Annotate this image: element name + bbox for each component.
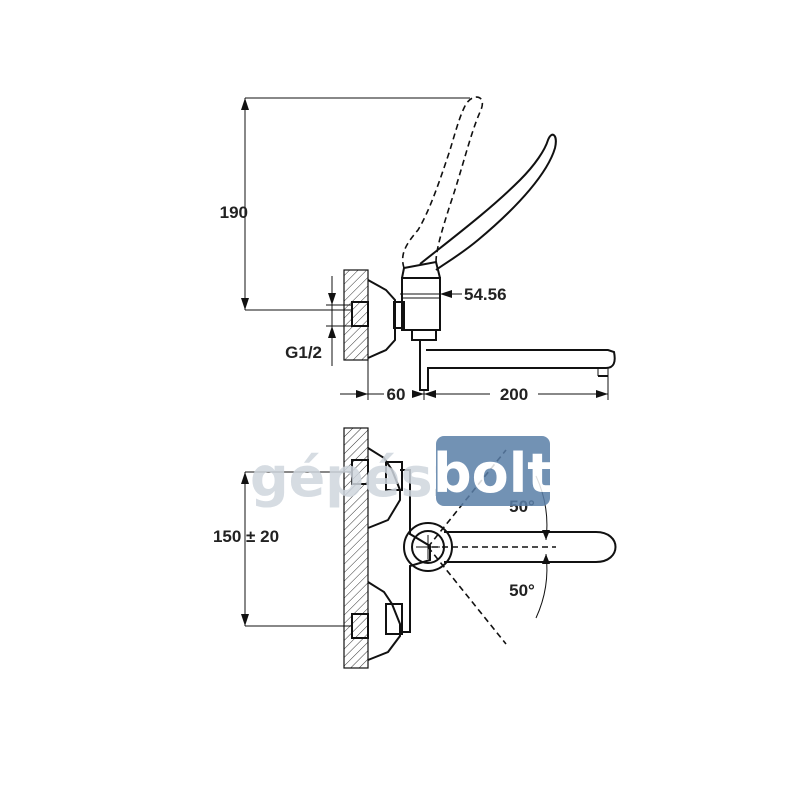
angle-arrow-upper <box>542 530 550 540</box>
dim-200-arrow-left <box>424 390 436 398</box>
lever-dashed <box>401 96 484 269</box>
body-base <box>411 329 437 341</box>
dim-thread-arrow-top <box>328 293 336 305</box>
dim-spacing-arrow-top <box>241 472 249 484</box>
dim-200-label: 200 <box>500 385 528 404</box>
dim-60-arrow-right <box>412 390 424 398</box>
dim-190-label: 190 <box>220 203 248 222</box>
dim-60-arrow-left <box>356 390 368 398</box>
dim-200-arrow-right <box>596 390 608 398</box>
inlet-nut <box>351 301 369 327</box>
plan-view: 50° 50° 150 ± 20 <box>213 427 617 669</box>
spout <box>419 340 616 391</box>
dim-spacing-label: 150 ± 20 <box>213 527 279 546</box>
wall-hatch-bottom <box>343 427 369 669</box>
dim-60-label: 60 <box>387 385 406 404</box>
lower-inlet-connector <box>385 603 403 635</box>
wall-flange <box>367 279 396 359</box>
body-connector <box>393 301 405 329</box>
angle-arrow-lower <box>542 554 550 564</box>
watermark-text-2: bolt <box>433 442 553 505</box>
lever-solid <box>419 133 557 271</box>
dim-190-arrow-top <box>241 98 249 110</box>
mixer-body-plan <box>400 469 431 633</box>
dim-diameter-label: 54.56 <box>464 285 507 304</box>
upper-inlet-connector <box>385 461 403 491</box>
watermark-text-1: gépész <box>250 446 464 509</box>
dim-thread-arrow-bottom <box>328 326 336 338</box>
watermark-box <box>436 436 550 506</box>
dim-diameter-arrow <box>440 290 452 298</box>
wall-hatch-top <box>343 269 369 361</box>
mixer-body <box>401 277 441 331</box>
dim-190-arrow-bottom <box>241 298 249 310</box>
angle-lower-label: 50° <box>509 581 535 600</box>
watermark: gépész bolt <box>250 436 553 509</box>
lever-plan-solid <box>444 531 617 563</box>
dim-spacing-arrow-bottom <box>241 614 249 626</box>
side-elevation: 190 G1/2 54.56 60 200 <box>220 96 616 404</box>
lever-rotated-down <box>427 546 507 645</box>
cartridge-top <box>401 260 441 279</box>
dim-thread-label: G1/2 <box>285 343 322 362</box>
lower-inlet-flange <box>367 581 401 661</box>
